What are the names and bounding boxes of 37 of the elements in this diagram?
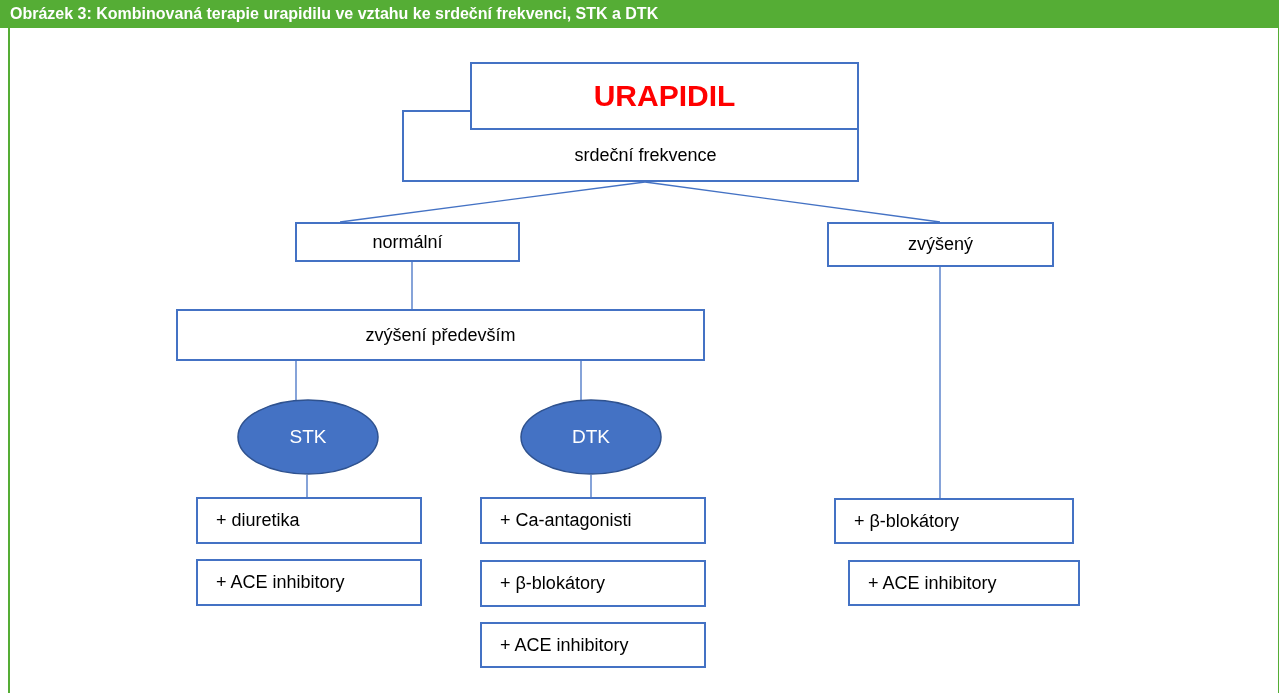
connector-line (590, 474, 592, 498)
process-box (196, 497, 422, 544)
node-label: + diuretika (216, 510, 300, 531)
connector-line (339, 181, 646, 223)
node-label: + ACE inhibitory (216, 572, 345, 593)
process-box (480, 560, 706, 607)
node-label: + β-blokátory (854, 510, 959, 532)
process-box (295, 222, 520, 262)
node-label: + ACE inhibitory (500, 634, 629, 656)
title-box (470, 62, 859, 130)
process-box (480, 497, 706, 544)
connector-line (580, 360, 582, 402)
node-label: URAPIDIL (593, 79, 736, 113)
node-label: srdeční frekvence (574, 144, 717, 166)
node-label: STK (289, 426, 327, 448)
process-box (176, 309, 705, 361)
node-label: + ACE inhibitory (868, 572, 997, 594)
title: Obrázek 3: Kombinovaná terapie urapidilu ve vztahu ke srdeční frekvenci, STK a DTK (10, 5, 659, 23)
connector-line (306, 474, 308, 498)
process-box (848, 560, 1080, 606)
node-label: + β-blokátory (500, 573, 605, 594)
connector-line (411, 261, 413, 310)
ellipse-node (520, 399, 662, 475)
process-box (834, 498, 1074, 544)
connector-line (644, 181, 941, 223)
connector-line (939, 266, 941, 499)
process-box (196, 559, 422, 606)
node-label: + Ca-antagonisti (500, 510, 632, 531)
process-box (827, 222, 1054, 267)
node-label: zvýšený (908, 234, 973, 255)
process-box (402, 130, 859, 182)
connector-line (295, 360, 297, 402)
node-label: zvýšení především (365, 324, 516, 346)
node-label: DTK (572, 426, 610, 448)
ellipse-node (237, 399, 379, 475)
process-box (480, 622, 706, 668)
node-label: normální (372, 231, 443, 253)
